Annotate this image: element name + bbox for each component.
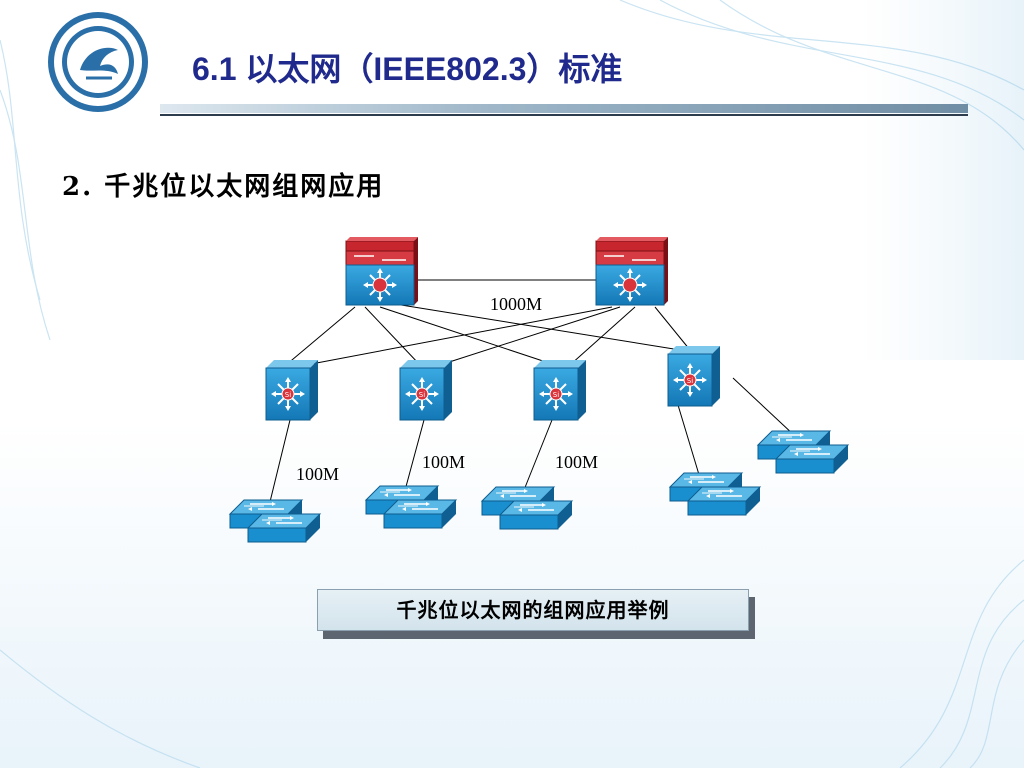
distribution-switch-1 (266, 360, 318, 420)
core-switch-left (346, 237, 418, 305)
college-logo-icon (46, 10, 150, 114)
core-switch-right (596, 237, 668, 305)
access-link-speed-label-1: 100M (296, 464, 339, 484)
network-links (267, 279, 796, 511)
access-switch-group-4 (670, 473, 760, 515)
core-link-speed-label: 1000M (490, 294, 542, 314)
title-divider (160, 104, 968, 116)
access-switch-group-5 (758, 431, 848, 473)
access-link-speed-label-3: 100M (555, 452, 598, 472)
access-link-speed-label-2: 100M (422, 452, 465, 472)
access-switch-group-2 (366, 486, 456, 528)
distribution-switch-2 (400, 360, 452, 420)
page-title: 6.1 以太网（IEEE802.3）标准 (192, 51, 623, 87)
access-switch-group-1 (230, 500, 320, 542)
section-subtitle: 2. 千兆位以太网组网应用 (62, 172, 385, 202)
distribution-switch-4 (668, 346, 720, 406)
access-switch-group-3 (482, 487, 572, 529)
diagram-caption: 千兆位以太网的组网应用举例 (317, 589, 749, 631)
distribution-switch-3 (534, 360, 586, 420)
